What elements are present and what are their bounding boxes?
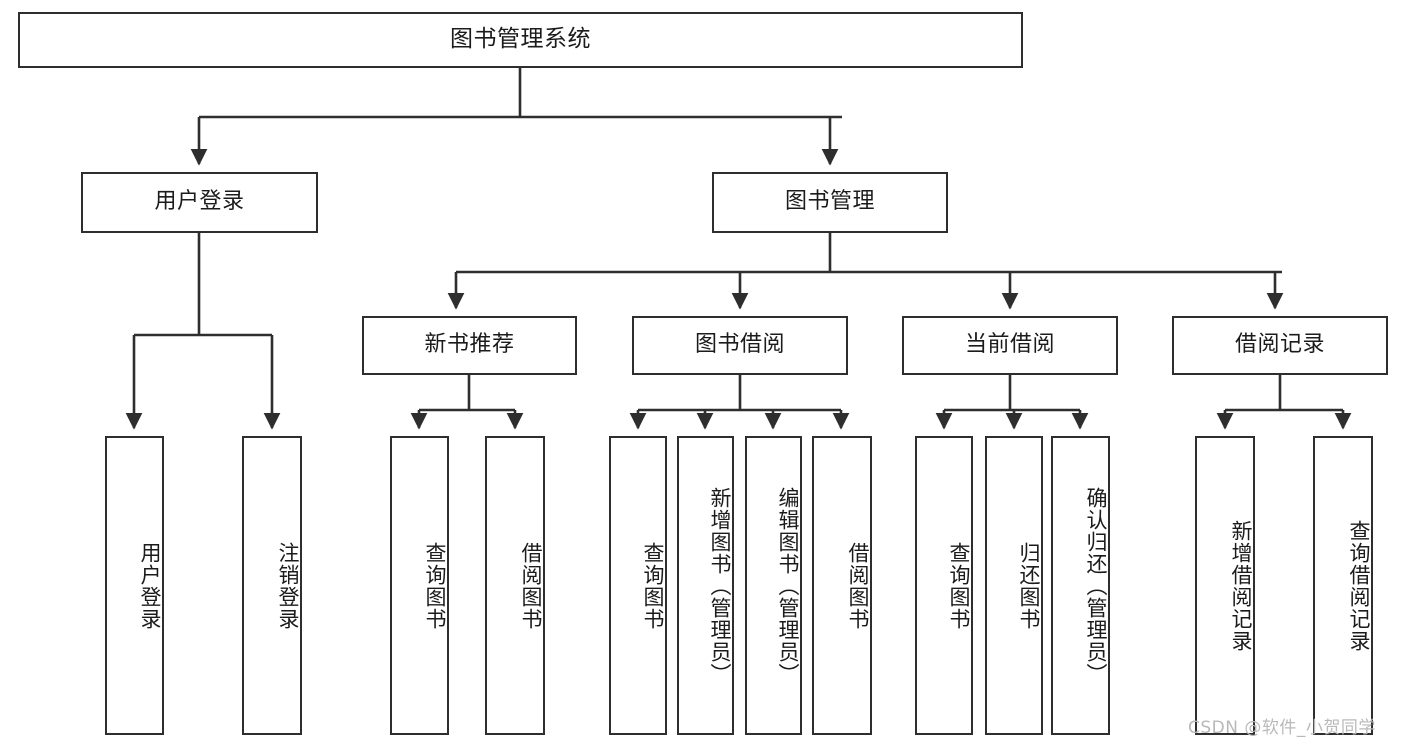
node-label: 查询图书: [423, 541, 447, 630]
leaf-add-borrow-record[interactable]: 新增借阅记录: [1195, 436, 1255, 735]
node-user-login[interactable]: 用户登录: [81, 172, 318, 233]
node-label: 用户登录: [138, 541, 162, 630]
node-label: 编辑图书（管理员）: [776, 486, 800, 685]
leaf-add-book-admin[interactable]: 新增图书（管理员）: [677, 436, 734, 735]
node-label: 借阅记录: [1234, 332, 1325, 358]
node-label: 查询图书: [641, 541, 665, 630]
node-label: 借阅图书: [519, 541, 543, 630]
node-label: 当前借阅: [964, 332, 1055, 358]
csdn-watermark: CSDN @软件_小贺同学: [1188, 718, 1376, 738]
node-label: 查询图书: [947, 541, 971, 630]
node-label: 图书管理系统: [450, 26, 591, 53]
leaf-confirm-return-admin[interactable]: 确认归还（管理员）: [1051, 436, 1110, 735]
leaf-query-book-current[interactable]: 查询图书: [915, 436, 973, 735]
leaf-query-book-borrow[interactable]: 查询图书: [609, 436, 667, 735]
leaf-query-borrow-record[interactable]: 查询借阅记录: [1313, 436, 1373, 735]
node-book-borrow[interactable]: 图书借阅: [632, 316, 848, 375]
leaf-user-login[interactable]: 用户登录: [105, 436, 164, 735]
node-label: 用户登录: [154, 189, 245, 215]
leaf-borrow-book[interactable]: 借阅图书: [812, 436, 872, 735]
node-book-management[interactable]: 图书管理: [712, 172, 948, 233]
node-borrow-record[interactable]: 借阅记录: [1172, 316, 1388, 375]
node-label: 新书推荐: [424, 332, 515, 358]
node-label: 注销登录: [276, 541, 300, 630]
leaf-logout[interactable]: 注销登录: [242, 436, 302, 735]
leaf-query-book-recommend[interactable]: 查询图书: [390, 436, 449, 735]
node-label: 归还图书: [1017, 541, 1041, 630]
node-current-borrow[interactable]: 当前借阅: [902, 316, 1118, 375]
node-root-system[interactable]: 图书管理系统: [18, 12, 1023, 68]
node-new-book-recommend[interactable]: 新书推荐: [362, 316, 577, 375]
leaf-edit-book-admin[interactable]: 编辑图书（管理员）: [745, 436, 802, 735]
node-label: 确认归还（管理员）: [1084, 486, 1108, 685]
node-label: 新增借阅记录: [1229, 519, 1253, 652]
node-label: 借阅图书: [846, 541, 870, 630]
leaf-return-book[interactable]: 归还图书: [985, 436, 1043, 735]
node-label: 图书借阅: [694, 332, 785, 358]
node-label: 新增图书（管理员）: [708, 486, 732, 685]
node-label: 查询借阅记录: [1347, 519, 1371, 652]
node-label: 图书管理: [784, 189, 875, 215]
leaf-borrow-book-recommend[interactable]: 借阅图书: [485, 436, 545, 735]
